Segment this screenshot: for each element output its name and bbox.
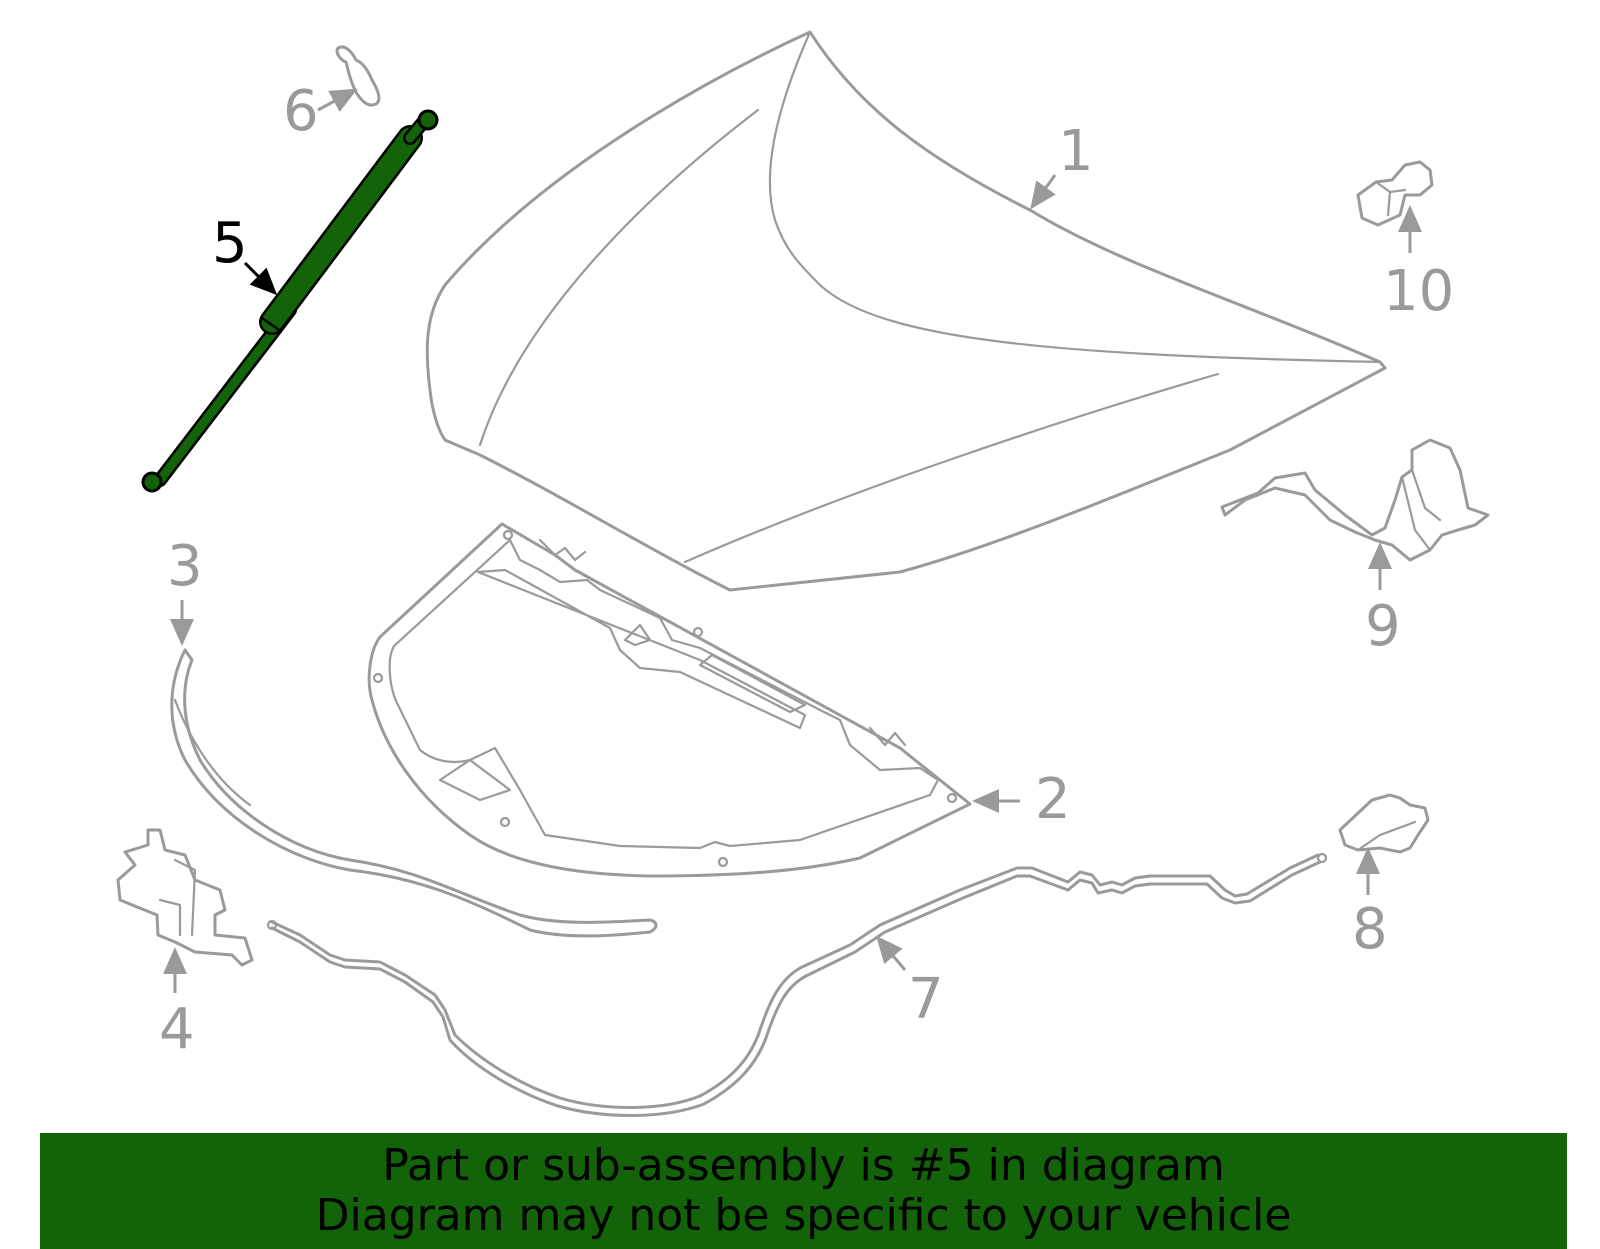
hood-insulator-part [367, 522, 972, 878]
clip-part [335, 45, 381, 107]
hood-hinge-part [1220, 438, 1490, 562]
callout-2: 2 [972, 767, 1071, 832]
banner-line-disclaimer: Diagram may not be specific to your vehi… [315, 1190, 1292, 1241]
callout-9: 9 [1365, 542, 1401, 659]
callout-6: 6 [283, 79, 358, 144]
callout-5: 5 [212, 211, 278, 296]
release-cable-part [266, 852, 1328, 1117]
callout-8: 8 [1352, 847, 1388, 962]
svg-text:9: 9 [1365, 594, 1401, 659]
hood-latch-part [116, 828, 254, 967]
svg-text:4: 4 [159, 997, 195, 1062]
svg-text:1: 1 [1058, 119, 1094, 184]
svg-text:7: 7 [908, 967, 944, 1032]
hood-seal-part [170, 648, 658, 938]
bumper-stop-part [1356, 160, 1434, 227]
callout-10: 10 [1383, 205, 1454, 324]
hood-lift-support-part [141, 109, 439, 493]
callout-4: 4 [159, 947, 195, 1062]
svg-text:2: 2 [1035, 767, 1071, 832]
svg-text:3: 3 [167, 534, 203, 599]
banner-line-part-number: Part or sub-assembly is #5 in diagram [382, 1140, 1225, 1191]
hood-panel-part [425, 30, 1387, 592]
svg-text:10: 10 [1383, 259, 1454, 324]
svg-text:6: 6 [283, 79, 319, 144]
svg-text:8: 8 [1352, 897, 1388, 962]
info-banner: Part or sub-assembly is #5 in diagram Di… [40, 1133, 1567, 1249]
callout-3: 3 [167, 534, 203, 646]
callout-7: 7 [876, 935, 944, 1032]
svg-text:5: 5 [212, 211, 248, 276]
release-handle-part [1338, 793, 1430, 854]
callout-1: 1 [1030, 119, 1094, 210]
